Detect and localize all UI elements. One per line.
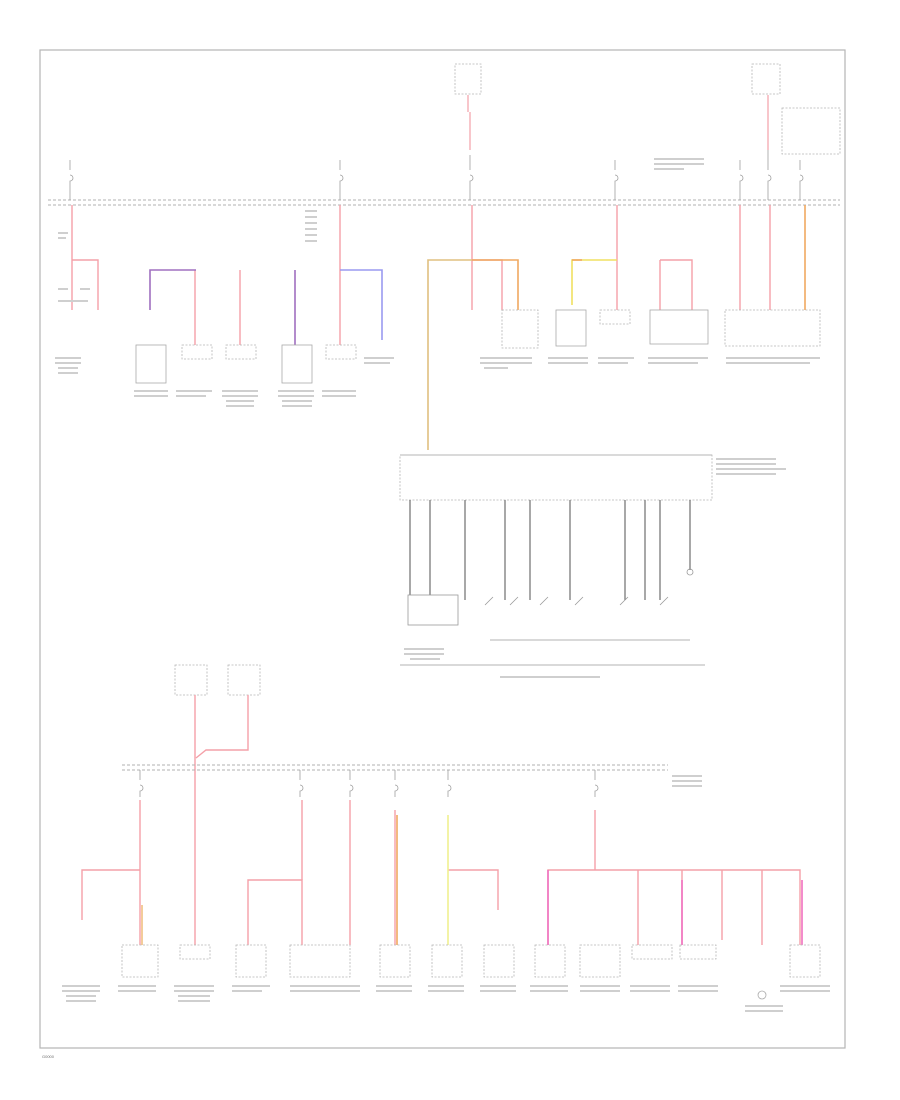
bottom-feed-left [174, 664, 208, 696]
bottom-feed-right [227, 664, 261, 696]
top-wires-pink [71, 205, 771, 345]
top-fuse-taps [69, 150, 804, 200]
bottom-wires-pink [81, 800, 801, 945]
bottom-fuse-taps [139, 770, 599, 797]
diagram-reference-code: G0000 [42, 1054, 55, 1059]
top-wires-orange [427, 205, 806, 450]
top-components [135, 309, 821, 384]
top-feed-center [454, 63, 482, 150]
bottom-components [121, 944, 821, 1000]
bottom-section [62, 664, 830, 1012]
switch-label-blocks [404, 648, 600, 678]
top-section [48, 63, 841, 678]
steering-module-box [399, 454, 713, 501]
controller-label-blocks [716, 458, 786, 475]
switch-contacts [400, 568, 705, 666]
bottom-label-blocks [62, 775, 830, 1012]
top-feed-right [751, 63, 841, 155]
diagram-frame [39, 49, 846, 1049]
bottom-feed-wires [194, 695, 249, 945]
top-label-blocks [55, 158, 820, 407]
bottom-wires-accent [141, 815, 803, 945]
top-wires-purple [149, 269, 383, 345]
switch-wires [409, 500, 691, 600]
